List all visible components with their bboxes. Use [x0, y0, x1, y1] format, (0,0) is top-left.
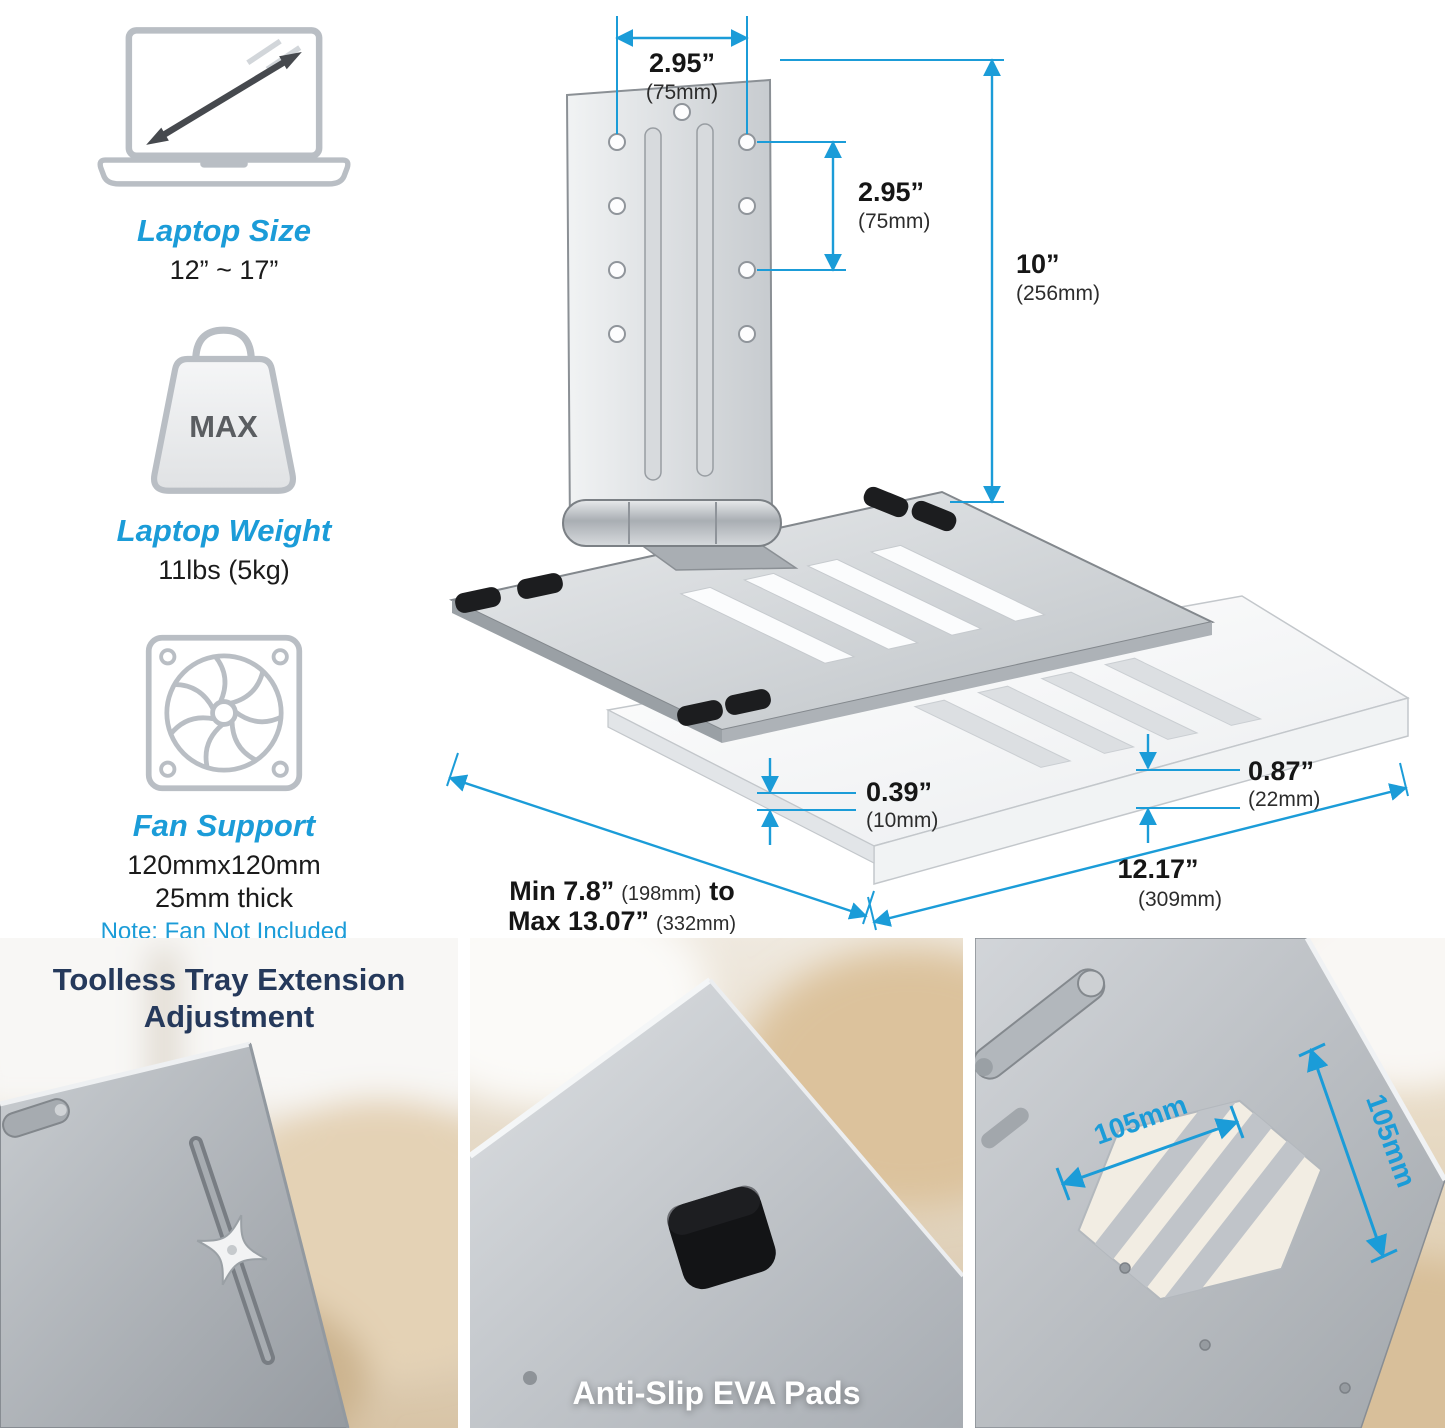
dim-vesa-h-inch: 2.95”	[649, 48, 715, 78]
eva-pad	[666, 1185, 776, 1290]
laptop-diagonal-icon	[97, 27, 351, 187]
dim-width: 12.17” (309mm)	[867, 762, 1409, 931]
fan-icon	[145, 634, 303, 792]
hinge	[562, 499, 799, 571]
photo-mid-art	[470, 938, 963, 1428]
caption-line-2: Adjustment	[143, 998, 315, 1034]
extension-vent-slots	[913, 657, 1263, 768]
dim-vesa-v-mm: (75mm)	[858, 210, 930, 233]
hinge-rod	[975, 968, 1106, 1080]
dim-thickness-mm: (10mm)	[866, 809, 938, 832]
dim-width-mm: (309mm)	[1138, 888, 1222, 911]
feature-column: Laptop Size 12” ~ 17” MAX Laptop Weight …	[0, 0, 448, 946]
screw	[1199, 1339, 1211, 1351]
feature-laptop-weight: MAX Laptop Weight 11lbs (5kg)	[116, 324, 332, 586]
product-diagram: 2.95” (75mm) 2.95” (75mm) 10” (256mm) 0.…	[446, 16, 1410, 936]
dim-depth-range: Min 7.8”(198mm)to Max 13.07”(332mm)	[446, 752, 875, 936]
photo-hex-dimensions: 105mm 105mm	[975, 938, 1445, 1428]
plate-slot	[644, 127, 662, 481]
tray-corner-photo	[470, 977, 963, 1428]
feature-sub-laptop-weight: 11lbs (5kg)	[158, 555, 290, 586]
photo-toolless-adjustment: Toolless Tray Extension Adjustment	[0, 938, 458, 1428]
dim-vesa-vertical: 2.95” (75mm)	[757, 140, 930, 272]
max-label: MAX	[190, 409, 259, 444]
plate-slot	[696, 123, 714, 477]
eva-pads	[455, 486, 957, 726]
dim-thickness-inch: 0.39”	[866, 777, 932, 807]
caption-line-1: Toolless Tray Extension	[52, 962, 406, 997]
dim-lip-inch: 0.87”	[1248, 756, 1314, 786]
main-tray	[448, 486, 1216, 743]
dim-depth-line2: Max 13.07”(332mm)	[508, 906, 736, 936]
feature-sub-fan-thickness: 25mm thick	[154, 883, 294, 914]
max-weight-icon: MAX	[151, 326, 297, 494]
photo-eva-pads: Anti-Slip EVA Pads	[470, 938, 963, 1428]
screw	[523, 1371, 537, 1385]
dim-lip-mm: (22mm)	[1248, 788, 1320, 811]
feature-title-laptop-size: Laptop Size	[137, 213, 311, 248]
star-knob	[196, 1214, 268, 1286]
photo-left-art	[0, 938, 458, 1428]
tray-vent-slots	[679, 544, 1047, 664]
tray-left-edge	[452, 600, 722, 743]
feature-laptop-size: Laptop Size 12” ~ 17”	[94, 26, 354, 286]
vesa-holes	[608, 103, 756, 343]
dim-vesa-h-mm: (75mm)	[646, 81, 718, 104]
dim-vesa-horizontal: 2.95” (75mm)	[615, 16, 749, 134]
feature-sub-fan-size: 120mmx120mm	[127, 850, 321, 881]
dim-height-inch: 10”	[1016, 249, 1060, 279]
photo-caption-eva: Anti-Slip EVA Pads	[572, 1375, 861, 1411]
tray-front-edge	[722, 622, 1212, 743]
dim-vesa-v-inch: 2.95”	[858, 177, 924, 207]
tray-photo	[0, 1041, 350, 1428]
dim-plate-height: 10” (256mm)	[780, 58, 1100, 504]
screw	[1119, 1262, 1131, 1274]
hinge-pin	[2, 1098, 70, 1138]
feature-title-fan-support: Fan Support	[132, 808, 316, 844]
feature-sub-laptop-size: 12” ~ 17”	[169, 255, 279, 285]
dim-height-mm: (256mm)	[1016, 282, 1100, 305]
dim-depth-line1: Min 7.8”(198mm)to	[509, 876, 735, 906]
photo-right-art: 105mm 105mm	[975, 938, 1445, 1428]
feature-title-laptop-weight: Laptop Weight	[116, 513, 332, 549]
hinge-pin-small	[981, 1107, 1029, 1149]
screw	[1339, 1382, 1351, 1394]
vesa-plate	[565, 78, 774, 535]
photo-caption-toolless: Toolless Tray Extension Adjustment	[0, 962, 458, 1035]
dim-width-inch: 12.17”	[1117, 854, 1198, 884]
